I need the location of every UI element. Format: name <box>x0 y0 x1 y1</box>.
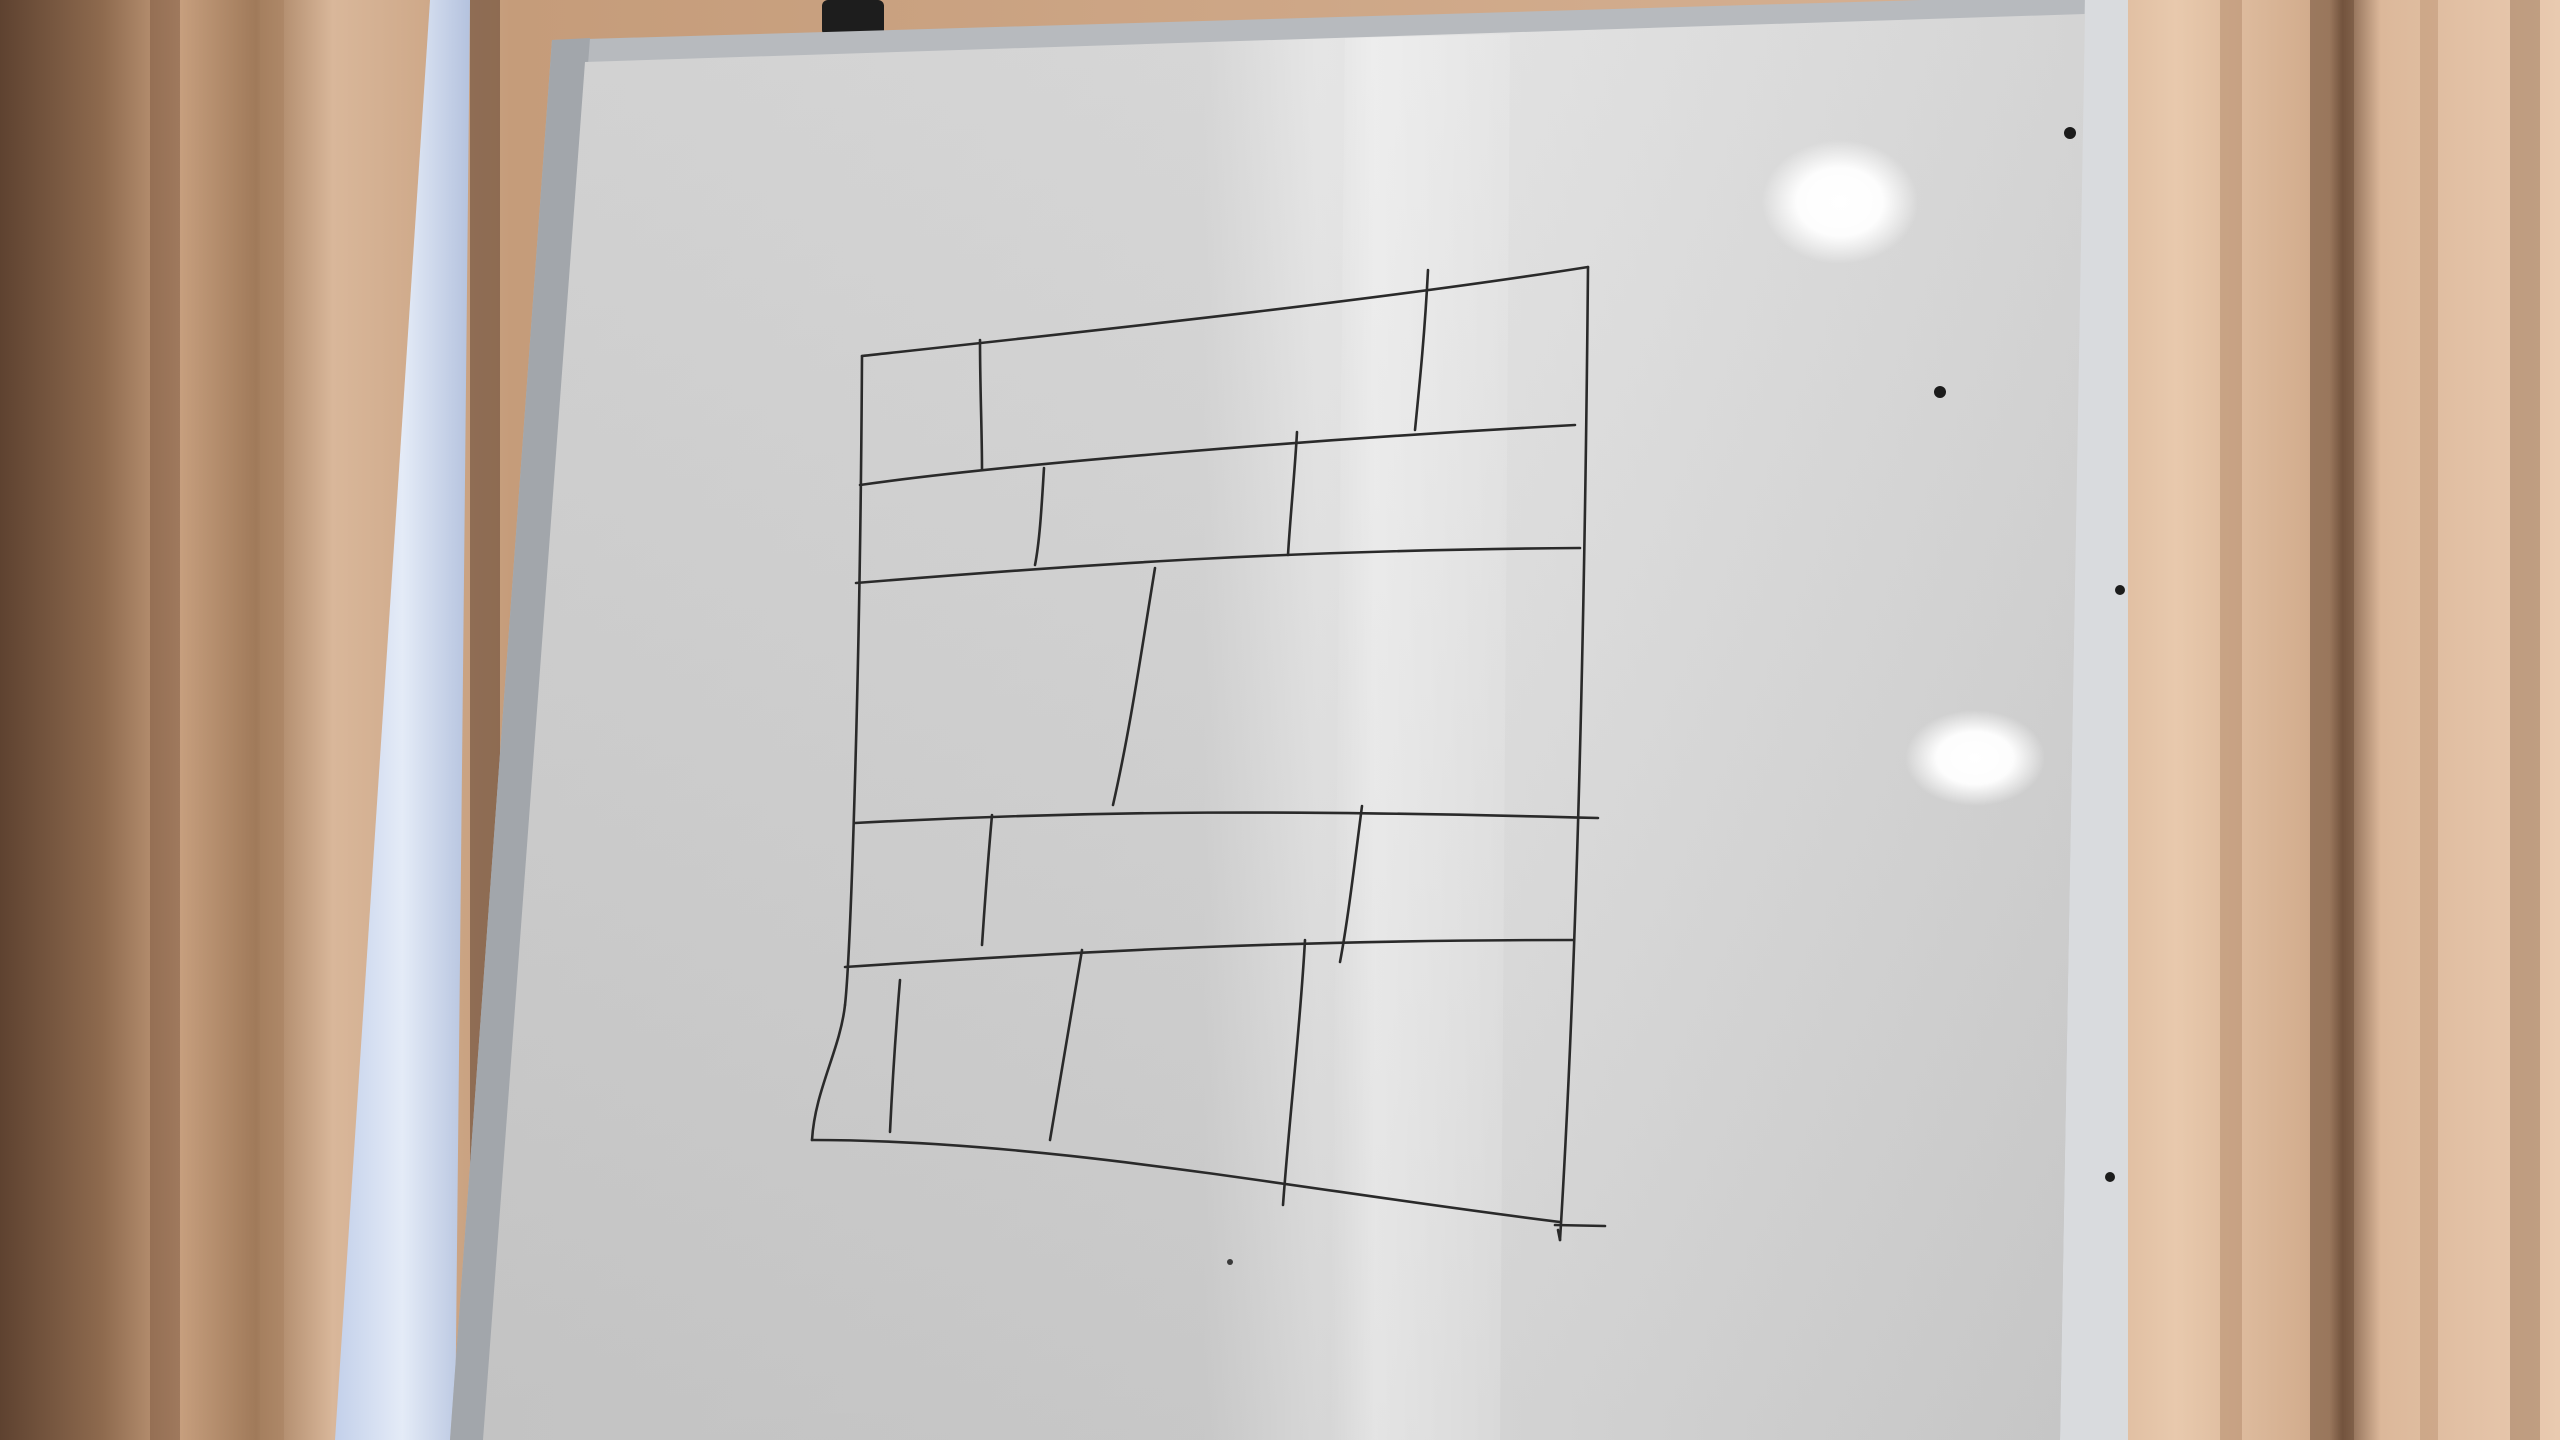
light-reflection-band <box>1330 34 1510 1440</box>
frame-right-edge <box>2060 0 2128 1440</box>
hand-drawn-grid <box>810 265 1607 1242</box>
grid-cell-divider <box>1111 566 1157 807</box>
grid-cell-divider <box>888 978 902 1134</box>
grid-top-edge <box>860 265 1590 358</box>
stray-mark <box>1553 1223 1607 1228</box>
grid-row-line-3 <box>853 811 1600 825</box>
frame-left-edge <box>450 38 590 1440</box>
grid-cell-divider <box>1048 948 1084 1142</box>
grid-cell-divider <box>1281 938 1307 1207</box>
grid-left-edge-lower <box>810 1003 847 1142</box>
screw-dot <box>1934 386 1946 398</box>
grid-right-edge <box>1558 265 1590 1242</box>
glare-spot-upper <box>1762 140 1918 264</box>
grid-row-line-4 <box>843 938 1576 969</box>
window-light-strip <box>335 0 470 1440</box>
grid-cell-divider <box>1413 268 1430 432</box>
screw-dot <box>2115 585 2125 595</box>
grid-cell-divider <box>1033 466 1046 567</box>
grid-row-line-1 <box>858 423 1577 487</box>
grid-row-line-2 <box>854 546 1582 585</box>
stray-mark <box>1556 1228 1562 1242</box>
glare-spot-lower <box>1905 710 2045 806</box>
grid-cell-divider <box>978 338 984 472</box>
marker-dot <box>1227 1259 1233 1265</box>
screw-dot <box>2105 1172 2115 1182</box>
grid-left-edge-upper <box>843 354 864 1007</box>
grid-bottom-edge <box>810 1138 1562 1224</box>
screw-dot <box>2064 127 2076 139</box>
board-clip <box>822 0 884 36</box>
grid-cell-divider <box>1286 430 1299 557</box>
grid-cell-divider <box>1338 804 1364 964</box>
grid-cell-divider <box>980 813 994 947</box>
curtain-folds <box>150 0 2540 1440</box>
